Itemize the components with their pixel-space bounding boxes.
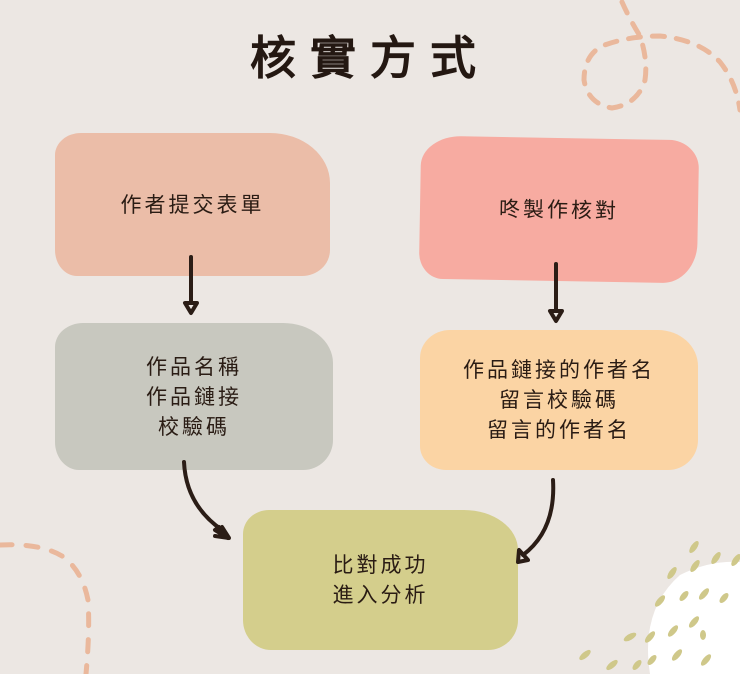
node-label-line: 留言校驗碼 — [499, 388, 619, 412]
node-result: 比對成功 進入分析 — [243, 510, 518, 650]
dotted-blob-decoration-icon — [579, 541, 740, 674]
node-check-fields: 作品鏈接的作者名 留言校驗碼 留言的作者名 — [420, 330, 698, 470]
dashed-arc-decoration-icon — [0, 542, 92, 674]
curved-arrow-icon — [516, 478, 556, 564]
node-label: 作者提交表單 — [120, 192, 265, 217]
node-form-fields: 作品名稱 作品鏈接 校驗碼 — [55, 323, 333, 470]
node-label-line: 作品鏈接的作者名 — [463, 358, 655, 382]
arrow-down-icon — [183, 255, 199, 315]
curved-arrow-icon — [182, 460, 231, 540]
arrow-down-icon — [548, 262, 564, 323]
node-label-line: 作品鏈接 — [146, 384, 242, 409]
node-label-line: 比對成功 — [332, 553, 429, 577]
node-label-line: 作品名稱 — [146, 354, 242, 379]
node-label-line: 進入分析 — [332, 583, 429, 607]
page-title: 核實方式 — [250, 31, 490, 85]
node-label-line: 留言的作者名 — [487, 418, 631, 442]
node-label-line: 校驗碼 — [158, 414, 230, 439]
dashed-loop-decoration-icon — [581, 0, 740, 113]
node-author-submit: 作者提交表單 — [55, 133, 330, 276]
